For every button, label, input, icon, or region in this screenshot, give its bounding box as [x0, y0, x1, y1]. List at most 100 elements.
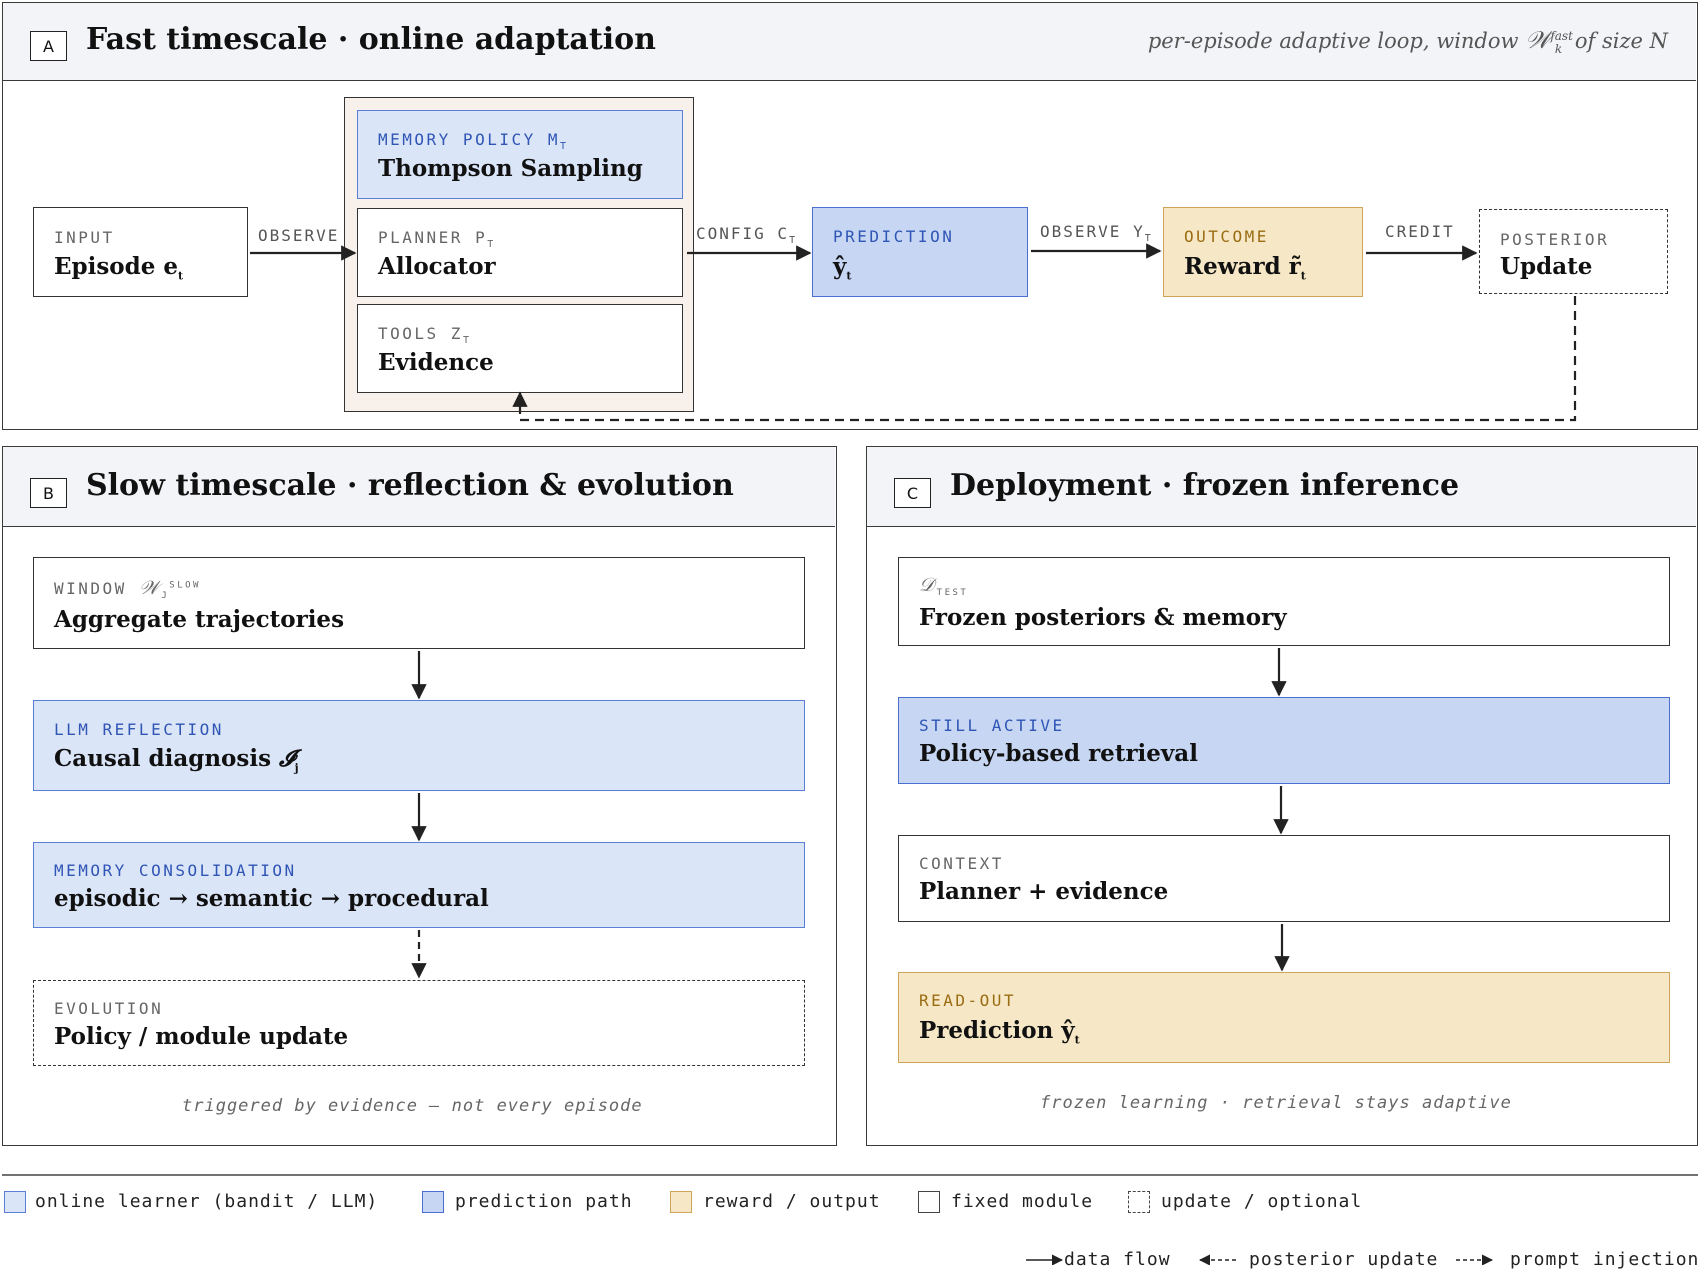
- memory-policy-box[interactable]: MEMORY POLICY MT Thompson Sampling: [357, 110, 683, 199]
- window-symbol: 𝒲: [138, 577, 162, 599]
- panel-b-letter: B: [30, 478, 67, 508]
- evolution-main: Policy / module update: [54, 1023, 349, 1050]
- window-label: WINDOW 𝒲JSLOW: [54, 577, 201, 601]
- panel-a-note: per-episode adaptive loop, window 𝒲fastk…: [1148, 26, 1668, 56]
- panel-a-note-suffix: of size N: [1568, 29, 1668, 53]
- reflection-main: Causal diagnosis 𝓘j: [54, 745, 299, 775]
- panel-a-note-symbol: 𝒲: [1525, 26, 1551, 54]
- memory-policy-main: Thompson Sampling: [378, 155, 643, 182]
- planner-main: Allocator: [378, 253, 496, 280]
- outcome-main-sub: t: [1300, 269, 1306, 283]
- window-sub: J: [161, 591, 170, 602]
- panel-c-caption: frozen learning · retrieval stays adapti…: [1040, 1093, 1512, 1113]
- panel-a-title: Fast timescale · online adaptation: [86, 22, 656, 57]
- prediction-main-text: ŷ: [833, 253, 847, 280]
- legend-reward-output: reward / output: [703, 1191, 881, 1212]
- legend-fixed-module: fixed module: [951, 1191, 1094, 1212]
- tools-label-text: TOOLS Z: [378, 324, 463, 343]
- memory-policy-label-text: MEMORY POLICY M: [378, 130, 560, 149]
- reflection-main-text: Causal diagnosis: [54, 745, 280, 772]
- input-main-text: Episode e: [54, 253, 178, 280]
- edge-credit-label: CREDIT: [1385, 222, 1455, 241]
- consolidation-label: MEMORY CONSOLIDATION: [54, 861, 297, 880]
- still-active-main: Policy-based retrieval: [919, 740, 1198, 767]
- panel-a-note-sup: fast: [1550, 29, 1573, 43]
- edge-observe-y-label: OBSERVE YT: [1040, 222, 1151, 244]
- posterior-main: Update: [1500, 253, 1593, 280]
- window-box[interactable]: WINDOW 𝒲JSLOW Aggregate trajectories: [33, 557, 805, 649]
- evolution-box[interactable]: EVOLUTION Policy / module update: [33, 980, 805, 1066]
- panel-c-letter: C: [894, 478, 931, 508]
- planner-label-text: PLANNER P: [378, 228, 488, 247]
- panel-c-title: Deployment · frozen inference: [950, 468, 1460, 503]
- window-label-text: WINDOW: [54, 579, 139, 598]
- input-box[interactable]: INPUT Episode et: [33, 207, 248, 297]
- posterior-box[interactable]: POSTERIOR Update: [1479, 209, 1668, 294]
- readout-main: Prediction ŷt: [919, 1017, 1080, 1047]
- still-active-label: STILL ACTIVE: [919, 716, 1065, 735]
- legend-swatch-online-learner: [4, 1191, 26, 1213]
- dtest-label: 𝒟TEST: [919, 574, 968, 598]
- readout-box[interactable]: READ-OUT Prediction ŷt: [898, 972, 1670, 1063]
- outcome-label: OUTCOME: [1184, 227, 1269, 246]
- legend-prediction-path: prediction path: [455, 1191, 633, 1212]
- dtest-sub: TEST: [936, 588, 969, 599]
- readout-main-text: Prediction ŷ: [919, 1017, 1075, 1044]
- panel-b-header: [3, 447, 835, 527]
- outcome-main: Reward r̃t: [1184, 253, 1306, 283]
- input-main: Episode et: [54, 253, 183, 283]
- tools-main: Evidence: [378, 349, 494, 376]
- edge-observe-y-text: OBSERVE Y: [1040, 222, 1145, 241]
- consolidation-main: episodic → semantic → procedural: [54, 885, 489, 912]
- window-main: Aggregate trajectories: [54, 606, 345, 633]
- legend-swatch-update-optional: [1128, 1191, 1150, 1213]
- dtest-box[interactable]: 𝒟TEST Frozen posteriors & memory: [898, 557, 1670, 646]
- still-active-box[interactable]: STILL ACTIVE Policy-based retrieval: [898, 697, 1670, 784]
- outcome-main-text: Reward r̃: [1184, 253, 1301, 280]
- prediction-main: ŷt: [833, 253, 851, 283]
- context-main: Planner + evidence: [919, 878, 1169, 905]
- panel-b-title: Slow timescale · reflection & evolution: [86, 468, 734, 503]
- legend-data-flow: data flow: [1064, 1249, 1171, 1270]
- legend-posterior-update: posterior update: [1249, 1249, 1439, 1270]
- prediction-box[interactable]: PREDICTION ŷt: [812, 207, 1028, 297]
- planner-box[interactable]: PLANNER PT Allocator: [357, 208, 683, 297]
- posterior-label: POSTERIOR: [1500, 230, 1610, 249]
- panel-a-note-sub: k: [1554, 42, 1563, 57]
- input-main-sub: t: [178, 269, 184, 283]
- memory-policy-label-sub: T: [560, 141, 567, 153]
- context-box[interactable]: CONTEXT Planner + evidence: [898, 835, 1670, 922]
- panel-b-caption: triggered by evidence — not every episod…: [182, 1096, 643, 1116]
- legend-swatch-prediction-path: [422, 1191, 444, 1213]
- edge-config-text: CONFIG C: [696, 224, 790, 243]
- tools-label-sub: T: [462, 335, 469, 347]
- prediction-main-sub: t: [846, 269, 852, 283]
- reflection-label: LLM REFLECTION: [54, 720, 224, 739]
- edge-observe-label: OBSERVE: [258, 226, 340, 245]
- edge-observe-y-sub: T: [1144, 233, 1151, 245]
- legend-online-learner: online learner (bandit / LLM): [35, 1191, 379, 1212]
- consolidation-box[interactable]: MEMORY CONSOLIDATION episodic → semantic…: [33, 842, 805, 928]
- reflection-sub: j: [294, 761, 299, 775]
- panel-a-letter: A: [30, 31, 67, 61]
- readout-main-sub: t: [1074, 1033, 1080, 1047]
- panel-a-header: [3, 3, 1696, 81]
- reflection-box[interactable]: LLM REFLECTION Causal diagnosis 𝓘j: [33, 700, 805, 791]
- tools-label: TOOLS ZT: [378, 324, 469, 346]
- prediction-label: PREDICTION: [833, 227, 955, 246]
- dtest-main: Frozen posteriors & memory: [919, 604, 1287, 631]
- evolution-label: EVOLUTION: [54, 999, 164, 1018]
- legend-update-optional: update / optional: [1161, 1191, 1363, 1212]
- tools-box[interactable]: TOOLS ZT Evidence: [357, 304, 683, 393]
- legend-swatch-fixed-module: [918, 1191, 940, 1213]
- reflection-symbol: 𝓘: [279, 745, 295, 772]
- planner-label-sub: T: [487, 239, 494, 251]
- context-label: CONTEXT: [919, 854, 1004, 873]
- edge-config-label: CONFIG CT: [696, 224, 795, 246]
- input-label: INPUT: [54, 228, 115, 247]
- readout-label: READ-OUT: [919, 991, 1017, 1010]
- memory-policy-label: MEMORY POLICY MT: [378, 130, 566, 152]
- panel-a-note-prefix: per-episode adaptive loop, window: [1147, 29, 1526, 53]
- outcome-box[interactable]: OUTCOME Reward r̃t: [1163, 207, 1363, 297]
- legend-swatch-reward-output: [670, 1191, 692, 1213]
